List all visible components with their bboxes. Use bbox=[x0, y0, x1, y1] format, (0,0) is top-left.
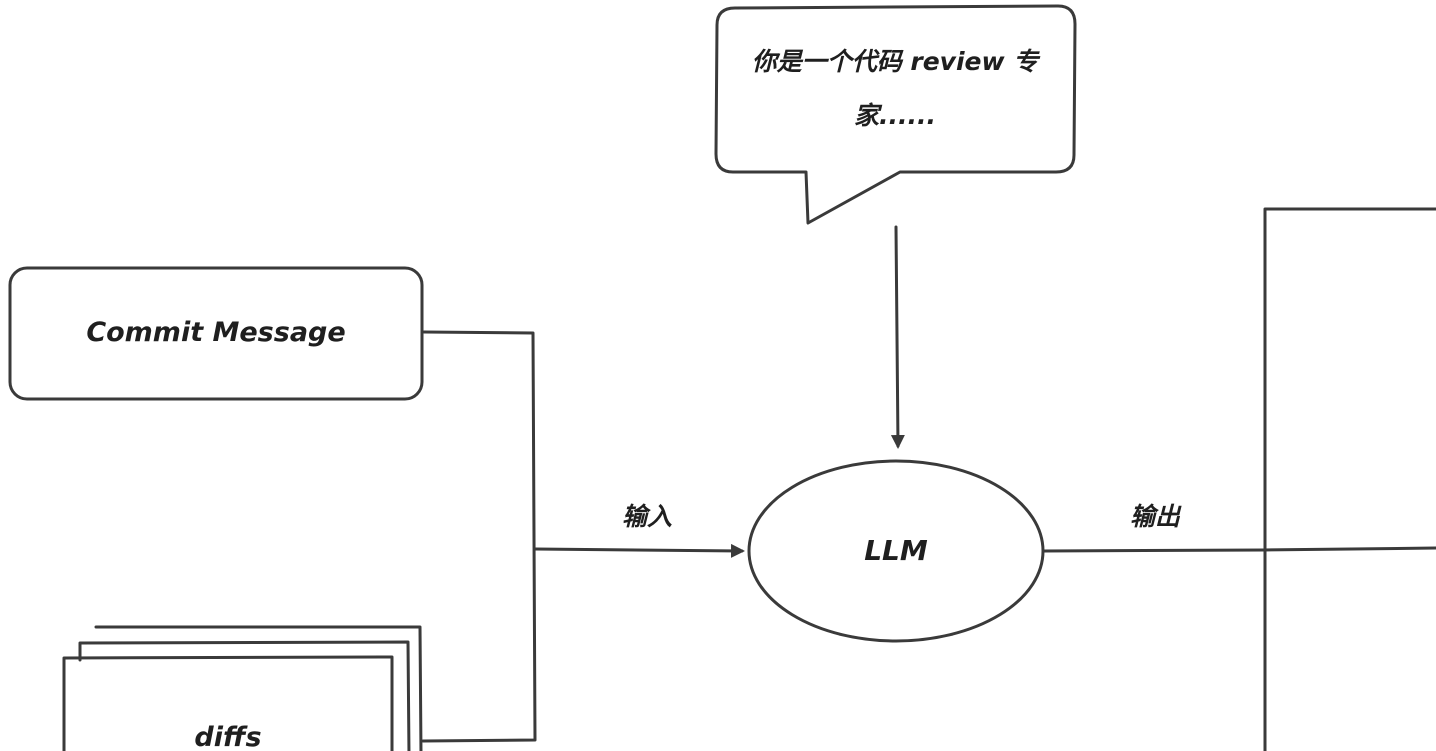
prompt-to-llm-arrow bbox=[890, 225, 905, 449]
commit-message-box-shape bbox=[8, 266, 424, 401]
llm-label: LLM bbox=[864, 534, 928, 567]
diffs-front-sheet bbox=[62, 655, 394, 751]
commit-message-label: Commit Message bbox=[86, 317, 345, 348]
llm-node: LLM bbox=[747, 459, 1045, 643]
prompt-bubble: 你是一个代码 review 专 家...... bbox=[714, 4, 1077, 225]
output-edge-label: 输出 bbox=[1130, 502, 1182, 531]
prompt-bubble-line-1: 你是一个代码 review 专 bbox=[752, 47, 1042, 76]
diffs-document-stack: diffs bbox=[62, 625, 423, 751]
prompt-bubble-line-2: 家...... bbox=[854, 101, 936, 130]
input-edge-label: 输入 bbox=[622, 502, 672, 531]
diffs-label: diffs bbox=[194, 722, 261, 751]
diffs-back-sheet bbox=[94, 625, 423, 751]
prompt-bubble-shape bbox=[714, 4, 1077, 225]
input-arrow bbox=[533, 543, 745, 558]
output-container bbox=[1263, 207, 1436, 751]
commit-to-bus-line bbox=[421, 330, 537, 743]
commit-message-box: Commit Message bbox=[8, 266, 424, 401]
output-line bbox=[1041, 546, 1436, 553]
